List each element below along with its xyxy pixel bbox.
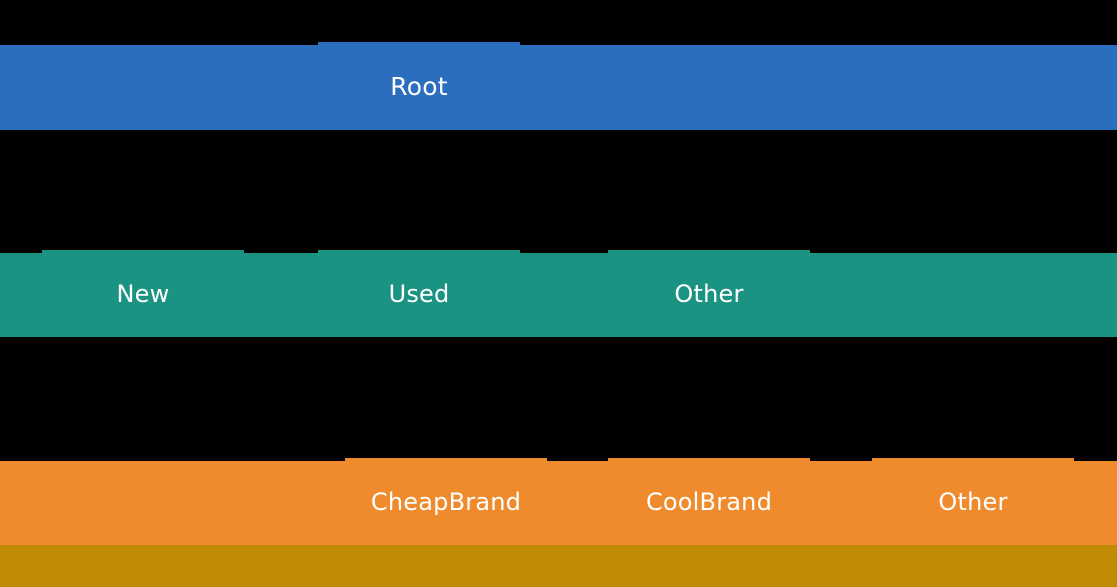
icicle-node-label: Used <box>388 279 450 308</box>
icicle-node-root[interactable]: Root <box>318 42 520 130</box>
icicle-node-cheapbrand[interactable]: CheapBrand <box>345 458 547 545</box>
icicle-level-brand: CheapBrand CoolBrand Other <box>0 458 1117 545</box>
icicle-node-condition-4[interactable] <box>520 253 608 337</box>
icicle-node-leaf-0[interactable] <box>0 545 1117 587</box>
icicle-node-coolbrand[interactable]: CoolBrand <box>608 458 810 545</box>
icicle-level-root: Root <box>0 42 1117 130</box>
icicle-node-condition-2[interactable] <box>244 253 318 337</box>
icicle-node-other[interactable]: Other <box>872 458 1074 545</box>
icicle-node-brand-0[interactable] <box>0 461 345 545</box>
icicle-node-label: Other <box>938 487 1008 516</box>
icicle-node-label: Root <box>390 71 448 101</box>
icicle-node-condition-0[interactable] <box>0 253 42 337</box>
icicle-node-label: CheapBrand <box>370 487 522 516</box>
icicle-node-brand-6[interactable] <box>1074 461 1117 545</box>
icicle-node-other[interactable]: Other <box>608 250 810 337</box>
icicle-node-label: New <box>116 279 170 308</box>
icicle-node-brand-4[interactable] <box>810 461 872 545</box>
icicle-node-used[interactable]: Used <box>318 250 520 337</box>
icicle-node-root-2[interactable] <box>520 45 1117 130</box>
icicle-node-root-0[interactable] <box>0 45 318 130</box>
icicle-node-new[interactable]: New <box>42 250 244 337</box>
icicle-node-condition-6[interactable] <box>810 253 1117 337</box>
icicle-level-condition: New Used Other <box>0 250 1117 337</box>
icicle-node-label: Other <box>674 279 744 308</box>
icicle-node-brand-2[interactable] <box>547 461 608 545</box>
icicle-level-leaf <box>0 545 1117 587</box>
icicle-node-label: CoolBrand <box>645 487 773 516</box>
